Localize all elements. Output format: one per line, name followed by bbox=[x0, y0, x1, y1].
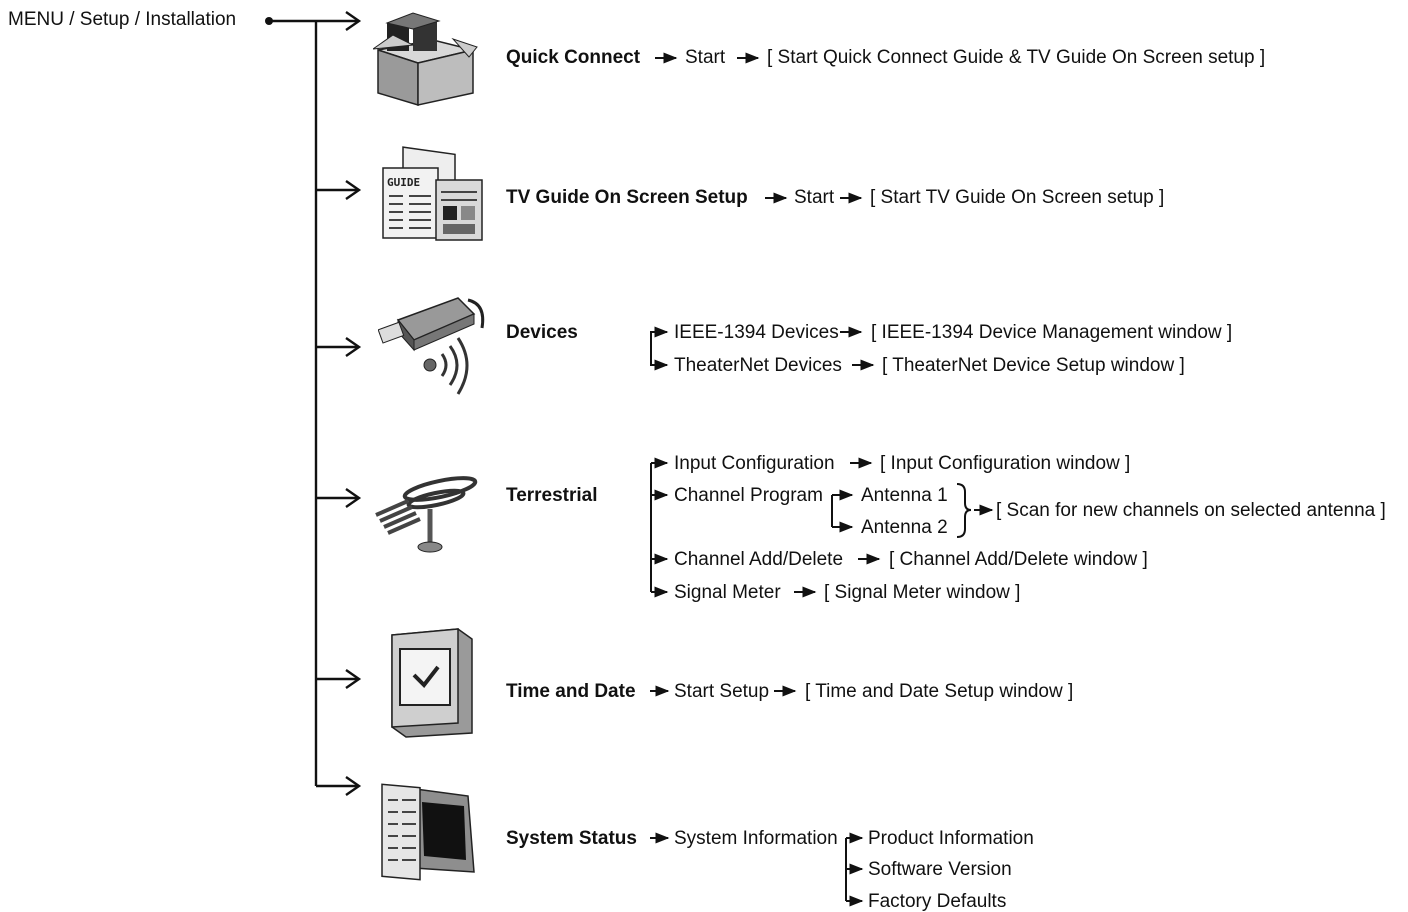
terrestrial-signal-meter-result: [ Signal Meter window ] bbox=[824, 582, 1021, 603]
terrestrial-channel-add-result: [ Channel Add/Delete window ] bbox=[889, 549, 1148, 570]
terrestrial-antenna-1[interactable]: Antenna 1 bbox=[861, 485, 948, 506]
factory-defaults[interactable]: Factory Defaults bbox=[868, 891, 1007, 912]
time-date-start-setup[interactable]: Start Setup bbox=[674, 681, 770, 702]
terrestrial-title[interactable]: Terrestrial bbox=[506, 485, 598, 506]
terrestrial-input-config-result: [ Input Configuration window ] bbox=[880, 453, 1131, 474]
tv-guide-result: [ Start TV Guide On Screen setup ] bbox=[870, 187, 1165, 208]
system-status-title[interactable]: System Status bbox=[506, 828, 637, 849]
tv-guide-start[interactable]: Start bbox=[794, 187, 835, 208]
terrestrial-antenna-2[interactable]: Antenna 2 bbox=[861, 517, 948, 538]
branch-arrows bbox=[316, 11, 362, 796]
devices-ieee-result: [ IEEE-1394 Device Management window ] bbox=[871, 322, 1233, 343]
time-date-title[interactable]: Time and Date bbox=[506, 681, 636, 702]
terrestrial-input-config-label[interactable]: Input Configuration bbox=[674, 453, 835, 474]
terrestrial-scan-result: [ Scan for new channels on selected ante… bbox=[996, 500, 1386, 521]
quick-connect-result: [ Start Quick Connect Guide & TV Guide O… bbox=[767, 47, 1266, 68]
guide-icon-text: GUIDE bbox=[387, 176, 420, 189]
status-screen-icon bbox=[381, 783, 475, 881]
system-information[interactable]: System Information bbox=[674, 828, 838, 849]
breadcrumb: MENU / Setup / Installation bbox=[8, 9, 237, 30]
quick-connect-title[interactable]: Quick Connect bbox=[506, 47, 641, 68]
terrestrial-channel-add-label[interactable]: Channel Add/Delete bbox=[674, 549, 844, 570]
box-icon bbox=[373, 12, 478, 107]
quick-connect-start[interactable]: Start bbox=[685, 47, 726, 68]
time-date-result: [ Time and Date Setup window ] bbox=[805, 681, 1074, 702]
tv-checkmark-icon bbox=[391, 628, 473, 738]
tv-guide-title[interactable]: TV Guide On Screen Setup bbox=[506, 187, 748, 208]
firewire-connector-icon bbox=[378, 297, 485, 395]
terrestrial-channel-program-label[interactable]: Channel Program bbox=[674, 485, 823, 506]
antenna-icon bbox=[375, 476, 478, 553]
terrestrial-signal-meter-label[interactable]: Signal Meter bbox=[674, 582, 781, 603]
devices-ieee-label[interactable]: IEEE-1394 Devices bbox=[674, 322, 839, 343]
devices-theaternet-label[interactable]: TheaterNet Devices bbox=[674, 355, 842, 376]
guide-pages-icon: GUIDE bbox=[382, 146, 483, 241]
devices-theaternet-result: [ TheaterNet Device Setup window ] bbox=[882, 355, 1185, 376]
software-version[interactable]: Software Version bbox=[868, 859, 1012, 880]
devices-title[interactable]: Devices bbox=[506, 322, 578, 343]
product-information[interactable]: Product Information bbox=[868, 828, 1034, 849]
